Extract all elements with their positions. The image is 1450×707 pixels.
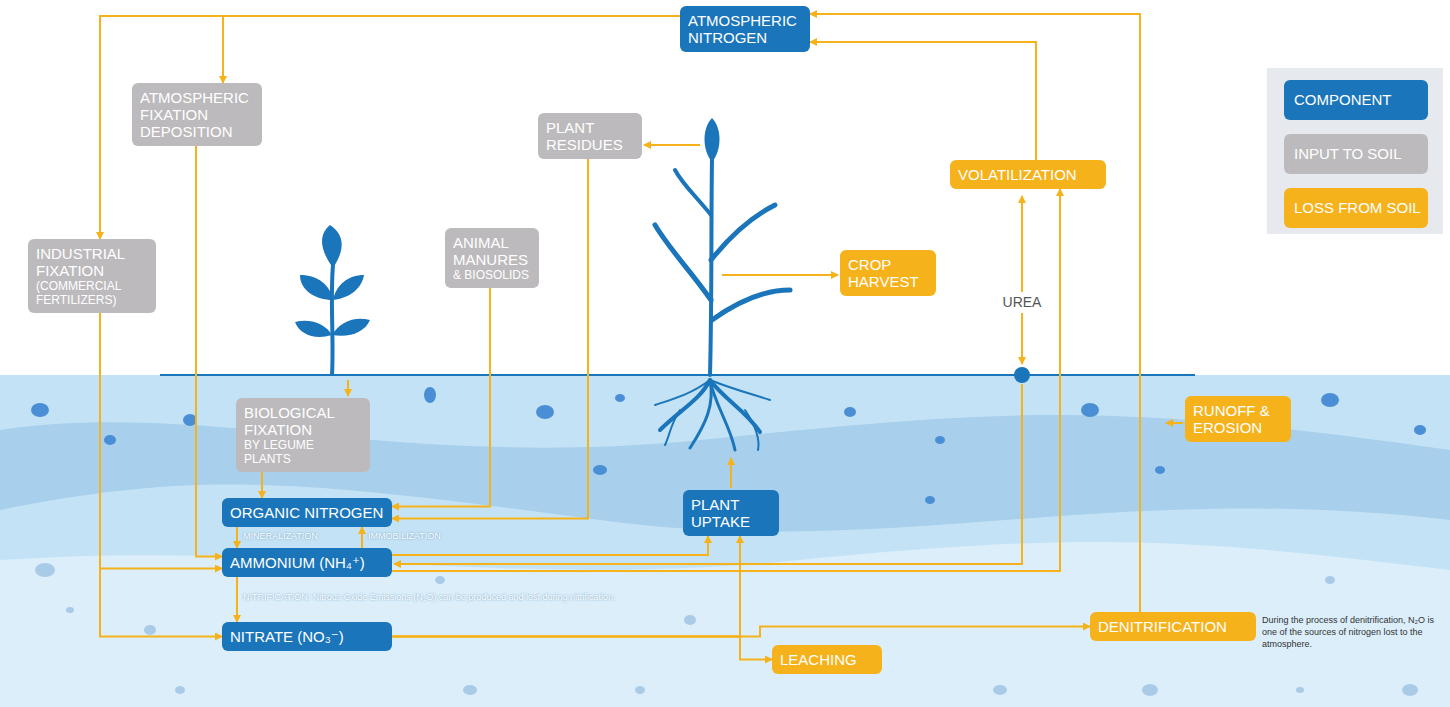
legend-text: COMPONENT: [1294, 91, 1392, 108]
loss-box: DENITRIFICATION: [1090, 612, 1256, 641]
flow-arrow: [392, 189, 1060, 571]
input-box: INDUSTRIAL FIXATION(COMMERCIAL FERTILIZE…: [28, 239, 156, 313]
legend-swatch: COMPONENT: [1284, 80, 1428, 120]
loss-box: LEACHING: [772, 645, 882, 674]
process-label: MINERALIZATION: [243, 531, 318, 542]
pebble: [615, 394, 625, 402]
node-text: & BIOSOLIDS: [453, 268, 531, 282]
pebble: [35, 563, 55, 577]
flow-arrow: [392, 288, 490, 507]
soil-ground: [0, 375, 1450, 707]
flow-arrow: [392, 627, 1090, 637]
process-label: IMMOBILIZATION: [368, 531, 441, 542]
wheat-plant: [655, 160, 790, 450]
component-box: PLANT UPTAKE: [683, 490, 779, 536]
legend: COMPONENT INPUT TO SOIL LOSS FROM SOIL: [1267, 68, 1443, 234]
node-text: VOLATILIZATION: [958, 166, 1098, 183]
pebble: [175, 686, 185, 694]
pebble: [993, 685, 1007, 695]
component-box: ORGANIC NITROGEN: [222, 498, 392, 527]
node-text: ATMOSPHERIC FIXATION DEPOSITION: [140, 89, 254, 140]
pebble: [1296, 687, 1304, 693]
pebble: [1155, 466, 1165, 474]
pebble: [463, 685, 477, 695]
input-box: ANIMAL MANURES& BIOSOLIDS: [445, 228, 539, 288]
node-text: ANIMAL MANURES: [453, 234, 531, 268]
pebble: [536, 405, 554, 419]
loss-box: CROP HARVEST: [840, 250, 936, 296]
pebble: [66, 607, 74, 613]
node-text: PLANT UPTAKE: [691, 496, 771, 530]
pebble: [1414, 425, 1426, 435]
process-arrows: [348, 145, 1183, 564]
node-text: PLANT RESIDUES: [546, 119, 634, 153]
ground-line: [160, 374, 1195, 376]
flow-arrow: [100, 16, 680, 239]
node-text: RUNOFF & EROSION: [1193, 402, 1283, 436]
node-text: INDUSTRIAL FIXATION: [36, 245, 148, 279]
legend-text: INPUT TO SOIL: [1294, 145, 1402, 162]
pebble: [424, 387, 436, 403]
flow-arrow: [223, 16, 680, 83]
pebble: [31, 403, 49, 417]
node-text: (COMMERCIAL FERTILIZERS): [36, 279, 148, 307]
flow-arrow: [261, 472, 263, 498]
wheat-head: [705, 118, 720, 162]
flow-arrow: [196, 146, 222, 557]
flow-arrow: [810, 14, 1140, 612]
pebble: [1402, 684, 1418, 696]
node-text: CROP HARVEST: [848, 256, 928, 290]
node-text: ORGANIC NITROGEN: [230, 504, 384, 521]
node-text: BY LEGUME PLANTS: [244, 438, 362, 466]
pebble: [435, 576, 445, 584]
flow-arrow: [236, 577, 238, 622]
flow-arrow: [236, 527, 238, 548]
flow-arrow: [100, 313, 222, 637]
process-label: NITRIFICATION: Nitrous Oxide Emissions (…: [243, 592, 615, 603]
node-text: LEACHING: [780, 651, 874, 668]
pebble: [104, 435, 116, 445]
loss-box: VOLATILIZATION: [950, 160, 1106, 189]
urea-dot: [1014, 367, 1030, 383]
input-box: ATMOSPHERIC FIXATION DEPOSITION: [132, 83, 262, 146]
node-text: BIOLOGICAL FIXATION: [244, 404, 362, 438]
pebble: [925, 496, 935, 504]
pebble: [183, 414, 197, 426]
component-box: AMMONIUM (NH₄⁺): [222, 548, 392, 577]
pebble: [1325, 576, 1335, 584]
input-box: PLANT RESIDUES: [538, 113, 642, 159]
pebble: [593, 465, 607, 475]
pebble: [844, 407, 856, 417]
pebble: [684, 615, 696, 625]
flow-arrow: [392, 536, 740, 637]
urea-label: UREA: [1000, 292, 1045, 313]
component-box: ATMOSPHERIC NITROGEN: [680, 6, 810, 52]
pebble: [1142, 684, 1158, 696]
flow-arrow: [392, 637, 772, 660]
legend-text: LOSS FROM SOIL: [1294, 199, 1421, 216]
soil-layer: [0, 542, 1450, 707]
flow-arrow: [100, 313, 222, 569]
node-text: ATMOSPHERIC NITROGEN: [688, 12, 802, 46]
pebble: [635, 686, 645, 694]
pebble: [935, 436, 945, 444]
pebble: [144, 625, 156, 635]
pebble: [1321, 393, 1339, 407]
flow-arrow: [392, 159, 588, 519]
node-text: AMMONIUM (NH₄⁺): [230, 554, 384, 571]
loss-box: RUNOFF & EROSION: [1185, 396, 1291, 442]
legend-swatch: LOSS FROM SOIL: [1284, 188, 1428, 228]
pebble: [1081, 403, 1099, 417]
node-text: DENITRIFICATION: [1098, 618, 1248, 635]
input-box: BIOLOGICAL FIXATIONBY LEGUME PLANTS: [236, 398, 370, 472]
flow-arrow: [810, 42, 1036, 160]
component-box: NITRATE (NO₃⁻): [222, 622, 392, 651]
note-text: During the process of denitrification, N…: [1262, 614, 1444, 650]
flow-arrow: [361, 527, 363, 548]
node-text: NITRATE (NO₃⁻): [230, 628, 384, 645]
legend-swatch: INPUT TO SOIL: [1284, 134, 1428, 174]
legume-plant: [295, 225, 370, 375]
